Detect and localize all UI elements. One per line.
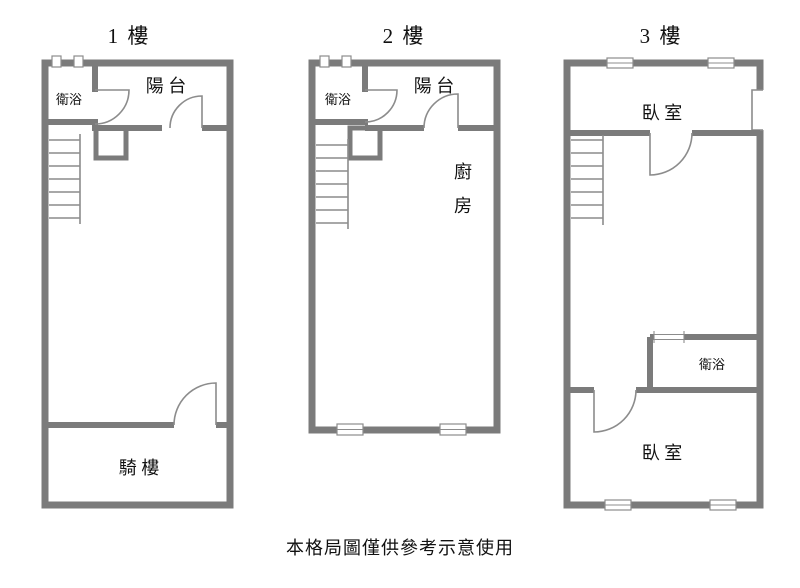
floor-3-outer-wall — [563, 59, 764, 509]
floor-2-kitchen-label-char1: 廚 — [454, 161, 472, 182]
floor-2-window-ticks — [319, 55, 352, 68]
floor-2-interior-walls — [312, 63, 497, 131]
floor-3-bedroom-top-label: 臥 室 — [642, 103, 683, 123]
floor-1-bath-door-arc — [94, 89, 130, 125]
floor-3-interior-walls — [567, 130, 760, 393]
floor-2-title: 2 樓 — [383, 24, 426, 48]
floor-2-balcony-label: 陽 台 — [414, 76, 455, 96]
floor-3-bedroom-bottom-label: 臥 室 — [642, 443, 683, 463]
floor-1-balcony-label: 陽 台 — [146, 76, 187, 96]
floor-1-balcony-door-arc — [169, 95, 203, 129]
floor-1-entry-door-arc — [173, 382, 217, 426]
floor-3-top-windows — [606, 57, 735, 69]
floor-1-outer-wall — [41, 59, 234, 509]
floor-2-balcony-door-arc — [423, 93, 459, 129]
floor-3-bath-label: 衛浴 — [699, 357, 725, 372]
floor-1-arcade-label: 騎 樓 — [119, 458, 160, 478]
floor-2-stair-landing-box — [347, 125, 383, 161]
floor-1-plan: 1 樓 衛浴 陽 台 騎 樓 — [41, 24, 234, 509]
floor-1-title: 1 樓 — [108, 24, 151, 48]
floor-1-bath-label: 衛浴 — [56, 92, 82, 107]
floor-3-bedroom-top-door-arc — [649, 132, 693, 176]
floor-2-plan: 2 樓 衛浴 — [308, 24, 501, 436]
floor-1-stairs — [49, 134, 81, 224]
floor-3-bath-sliding-door — [653, 331, 685, 343]
floor-1-stair-landing-box — [93, 125, 129, 161]
floor-3-wall-notch — [751, 89, 764, 131]
floor-2-kitchen-label-char2: 房 — [454, 196, 472, 216]
floor-3-title: 3 樓 — [640, 24, 683, 48]
floor-3-bedroom-bottom-door-arc — [593, 389, 637, 433]
floor-2-stairs — [316, 139, 349, 229]
floor-3-stairs — [571, 135, 604, 225]
floor-2-bottom-windows — [336, 423, 467, 436]
floor-2-bath-label: 衛浴 — [325, 92, 351, 107]
floor-2-bath-door-arc — [364, 89, 398, 123]
floor-3-plan: 3 樓 — [563, 24, 764, 511]
floor-1-window-ticks — [51, 55, 84, 68]
disclaimer-caption: 本格局圖僅供參考示意使用 — [286, 538, 514, 558]
floor-2-outer-wall — [308, 59, 501, 434]
floor-3-bottom-windows — [604, 499, 737, 511]
